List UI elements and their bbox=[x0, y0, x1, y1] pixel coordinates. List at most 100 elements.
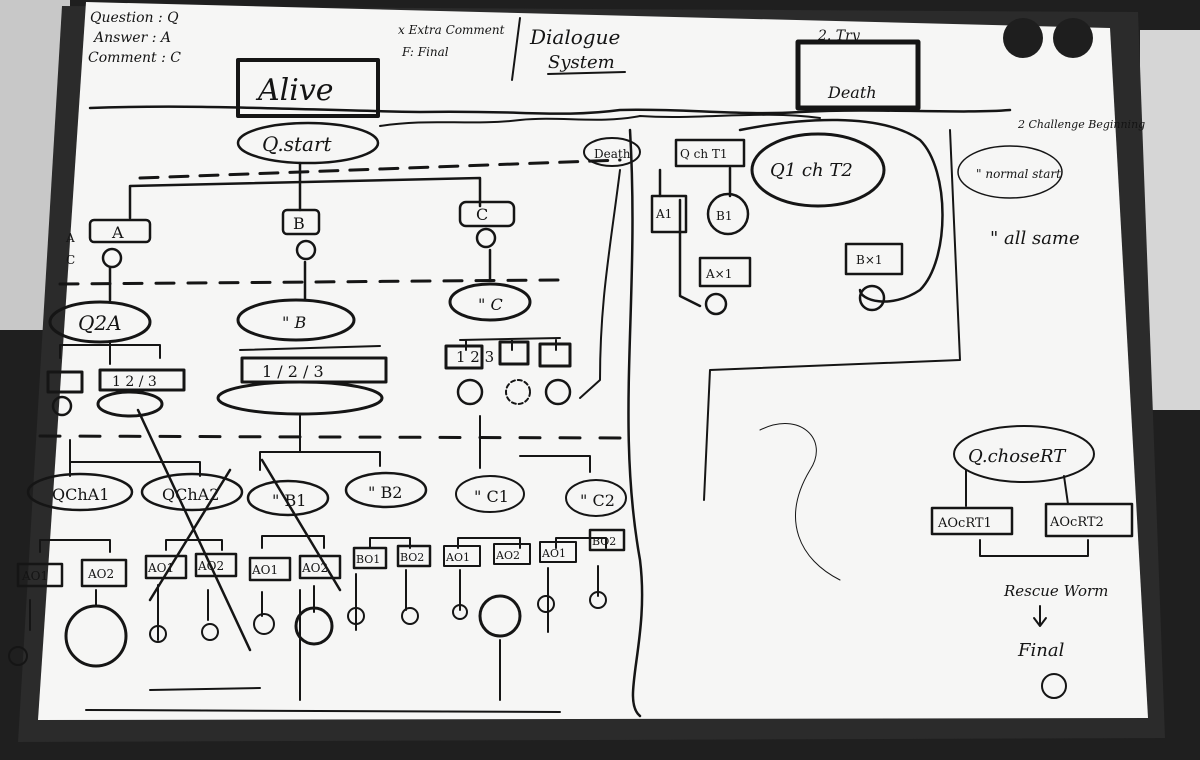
q-ch-t1-box bbox=[674, 138, 746, 168]
ending-section: Q.choseRT AOcRT1 AOcRT2 Rescue Worm Fina… bbox=[759, 423, 1134, 699]
comment-q2a-23 bbox=[96, 390, 164, 418]
answer-a-box bbox=[88, 218, 152, 244]
leaf-bo1 bbox=[352, 546, 388, 570]
leaf-label-11: BO2 bbox=[592, 535, 616, 548]
comment-b-marker bbox=[295, 239, 317, 261]
leaf-ao1-d bbox=[443, 545, 481, 567]
challenge-bx1-box bbox=[844, 242, 904, 276]
q-ch-t1-label: Q ch T1 bbox=[680, 147, 728, 161]
leaf-comment-big-9 bbox=[478, 594, 522, 638]
alive-box bbox=[236, 58, 380, 118]
leaf-ao1-e bbox=[539, 541, 577, 563]
b2-node bbox=[344, 471, 428, 509]
header: x Extra Comment F: Final Dialogue System… bbox=[88, 17, 1012, 127]
leaf-ao1-b bbox=[144, 554, 188, 580]
q-choice-label: Q.choseRT bbox=[968, 446, 1067, 467]
comment-q2c-1 bbox=[456, 378, 484, 406]
q2c-answer-1 bbox=[444, 344, 484, 370]
ending-option-2 bbox=[1044, 502, 1134, 538]
leaf-label-4: AO1 bbox=[251, 563, 278, 577]
ending-option-2-label: AOcRT2 bbox=[1049, 515, 1104, 530]
b1-node bbox=[246, 479, 330, 517]
challenge-ax1-box bbox=[698, 256, 752, 288]
board-surface bbox=[38, 2, 1148, 720]
challenge-comment-2 bbox=[858, 284, 886, 312]
leaf-comment-11 bbox=[589, 591, 607, 609]
c1-label: " C1 bbox=[474, 487, 509, 506]
ending-option-1-label: AOcRT1 bbox=[937, 516, 992, 531]
legend-comment: Comment : C bbox=[88, 50, 181, 66]
answer-c-label: C bbox=[476, 205, 488, 224]
q2c-answer-2 bbox=[498, 340, 530, 366]
leaf-comment-2 bbox=[149, 625, 167, 643]
q2a-answer-23 bbox=[98, 368, 186, 392]
leaf-comment-3 bbox=[201, 623, 219, 641]
death-box-label: Death bbox=[827, 83, 877, 102]
leaf-label-9: AO2 bbox=[495, 549, 520, 562]
q2a-node bbox=[48, 300, 152, 344]
leaf-label-6: BO1 bbox=[356, 553, 380, 566]
q2a-answer-label: 1 2 / 3 bbox=[112, 374, 157, 390]
leaf-label-5: AO2 bbox=[301, 561, 328, 575]
b2-label: " B2 bbox=[368, 483, 402, 502]
alive-label: Alive bbox=[255, 73, 334, 108]
q2c-answer-label: 1 2 3 bbox=[456, 348, 494, 366]
c2-label: " C2 bbox=[580, 491, 615, 510]
final-comment bbox=[1041, 673, 1067, 699]
comment-a-marker bbox=[101, 247, 123, 269]
challenge-bx1-label: B×1 bbox=[856, 253, 883, 267]
leaf-label-10: AO1 bbox=[541, 547, 566, 560]
leaf-comment-big-1 bbox=[64, 604, 128, 668]
challenge-b1-label: B1 bbox=[716, 209, 732, 223]
answer-a-label: A bbox=[111, 223, 124, 242]
b1-label: " B1 bbox=[272, 491, 306, 510]
q2b-label: " B bbox=[282, 313, 306, 332]
leaf-ao1-a bbox=[16, 562, 64, 588]
answer-b-label: B bbox=[293, 214, 305, 233]
q2c-label: " C bbox=[478, 295, 503, 314]
leaf-comment-10 bbox=[537, 595, 555, 613]
rescue-label: Rescue Worm bbox=[1003, 582, 1108, 600]
magnet-left bbox=[1003, 18, 1043, 58]
extra-comment-key: x Extra Comment bbox=[398, 23, 505, 37]
legend: Question : Q Answer : A Comment : C bbox=[88, 10, 181, 66]
magnet-right bbox=[1053, 18, 1093, 58]
qcha1-node bbox=[26, 472, 134, 512]
leaf-comment-big-5 bbox=[294, 606, 334, 646]
qcha1-label: QChA1 bbox=[52, 485, 109, 504]
row-c-marker: C bbox=[66, 253, 75, 267]
ending-option-1 bbox=[930, 506, 1014, 536]
q2a-label: Q2A bbox=[78, 311, 122, 335]
challenge-b1-node bbox=[706, 192, 750, 236]
final-key: F: Final bbox=[401, 45, 449, 59]
q-choice-node bbox=[953, 425, 1095, 483]
qcha2-node bbox=[140, 472, 244, 512]
comment-q2b-group bbox=[216, 380, 384, 416]
challenge-comment-1 bbox=[704, 292, 728, 316]
q-start-node bbox=[236, 121, 380, 165]
comment-q2c-3 bbox=[544, 378, 572, 406]
answer-c-box bbox=[458, 200, 516, 228]
title-system: System bbox=[548, 52, 615, 73]
comment-q2c-2 bbox=[505, 379, 531, 405]
leaf-ao1-c bbox=[248, 556, 292, 582]
leaf-comment-4 bbox=[253, 613, 275, 635]
q2a-answer-1 bbox=[46, 370, 84, 394]
challenge-note: 2 Challenge Beginning bbox=[1017, 118, 1145, 131]
c1-node bbox=[455, 475, 525, 513]
q-ch-t2-node bbox=[750, 132, 886, 208]
normal-start-cloud bbox=[957, 145, 1063, 199]
normal-start-label: " normal start bbox=[976, 167, 1061, 181]
legend-question: Question : Q bbox=[90, 10, 179, 26]
death-cloud bbox=[583, 137, 641, 167]
q2c-answer-3 bbox=[538, 342, 572, 368]
leaf-comment-8 bbox=[452, 604, 468, 620]
title-dialogue: Dialogue bbox=[529, 25, 620, 49]
q-start-label: Q.start bbox=[262, 132, 333, 156]
q2c-node bbox=[448, 282, 532, 322]
leaf-ao2-a bbox=[80, 558, 128, 588]
leaf-label-0: AO1 bbox=[21, 569, 48, 583]
q2b-node bbox=[236, 298, 356, 342]
q-ch-t2-label: Q1 ch T2 bbox=[770, 160, 853, 181]
